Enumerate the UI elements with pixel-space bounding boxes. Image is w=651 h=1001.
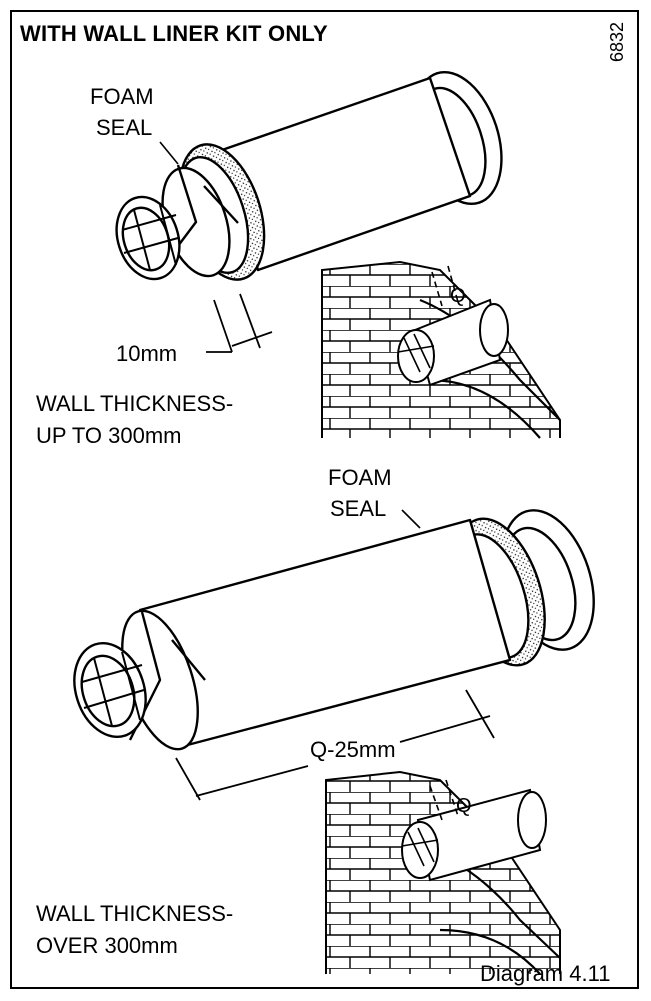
- upper-wall-label-line2: UP TO 300mm: [36, 423, 182, 448]
- lower-seal-label-line1: FOAM: [328, 465, 392, 490]
- heading: WITH WALL LINER KIT ONLY: [20, 21, 328, 46]
- lower-terminal-drawing: [73, 509, 595, 801]
- diagram-caption: Diagram 4.11: [480, 961, 611, 986]
- upper-wall-label-line1: WALL THICKNESS-: [36, 391, 234, 416]
- upper-seal-label-line1: FOAM: [90, 84, 154, 109]
- upper-q-label: Q: [450, 285, 466, 307]
- upper-seal-leader: [159, 141, 179, 165]
- lower-length-label: Q-25mm: [310, 737, 396, 762]
- upper-seal-label-line2: SEAL: [96, 115, 153, 140]
- lower-wall-label-line2: OVER 300mm: [36, 933, 178, 958]
- lower-wall-label-line1: WALL THICKNESS-: [36, 901, 234, 926]
- figure-number: 6832: [607, 21, 627, 62]
- lower-seal-label-line2: SEAL: [330, 496, 387, 521]
- lower-q-label: Q: [456, 795, 472, 817]
- lower-seal-leader: [401, 509, 421, 529]
- upper-wall-inset: [321, 260, 561, 439]
- lower-wall-inset: [325, 770, 561, 975]
- diagram-frame: [10, 10, 639, 989]
- upper-terminal-drawing: [115, 70, 503, 353]
- upper-gap-label: 10mm: [116, 341, 178, 366]
